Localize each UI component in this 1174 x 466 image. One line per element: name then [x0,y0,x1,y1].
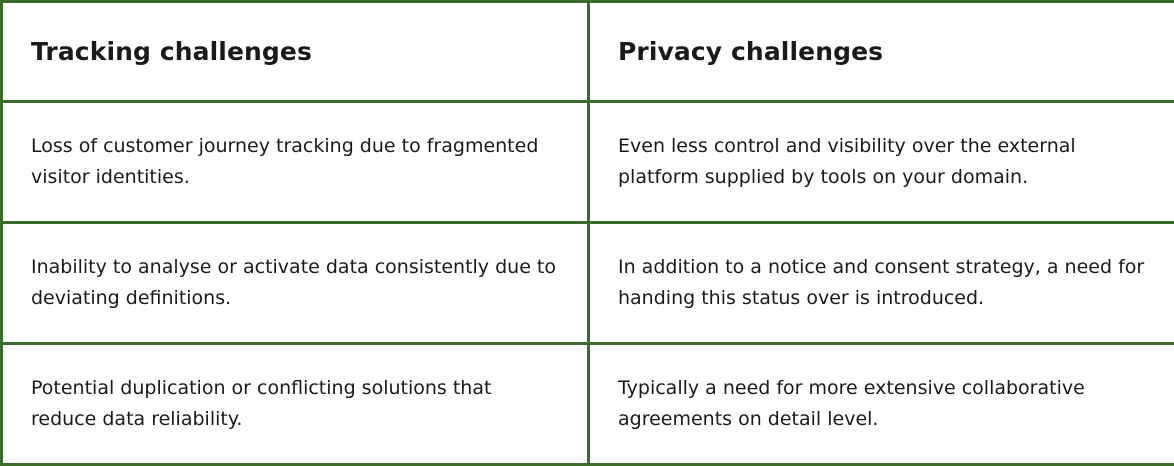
table-cell-tracking: Loss of customer journey tracking due to… [2,102,589,223]
header-tracking-challenges: Tracking challenges [2,2,589,102]
table-cell-tracking: Potential duplication or conflicting sol… [2,344,589,465]
table-cell-privacy: Even less control and visibility over th… [589,102,1174,223]
table-row: Potential duplication or conflicting sol… [2,344,1174,465]
table-cell-privacy: Typically a need for more extensive coll… [589,344,1174,465]
table-row: Loss of customer journey tracking due to… [2,102,1174,223]
header-row: Tracking challenges Privacy challenges [2,2,1174,102]
table-cell-privacy: In addition to a notice and consent stra… [589,223,1174,344]
header-privacy-challenges: Privacy challenges [589,2,1174,102]
table-row: Inability to analyse or activate data co… [2,223,1174,344]
table-cell-tracking: Inability to analyse or activate data co… [2,223,589,344]
